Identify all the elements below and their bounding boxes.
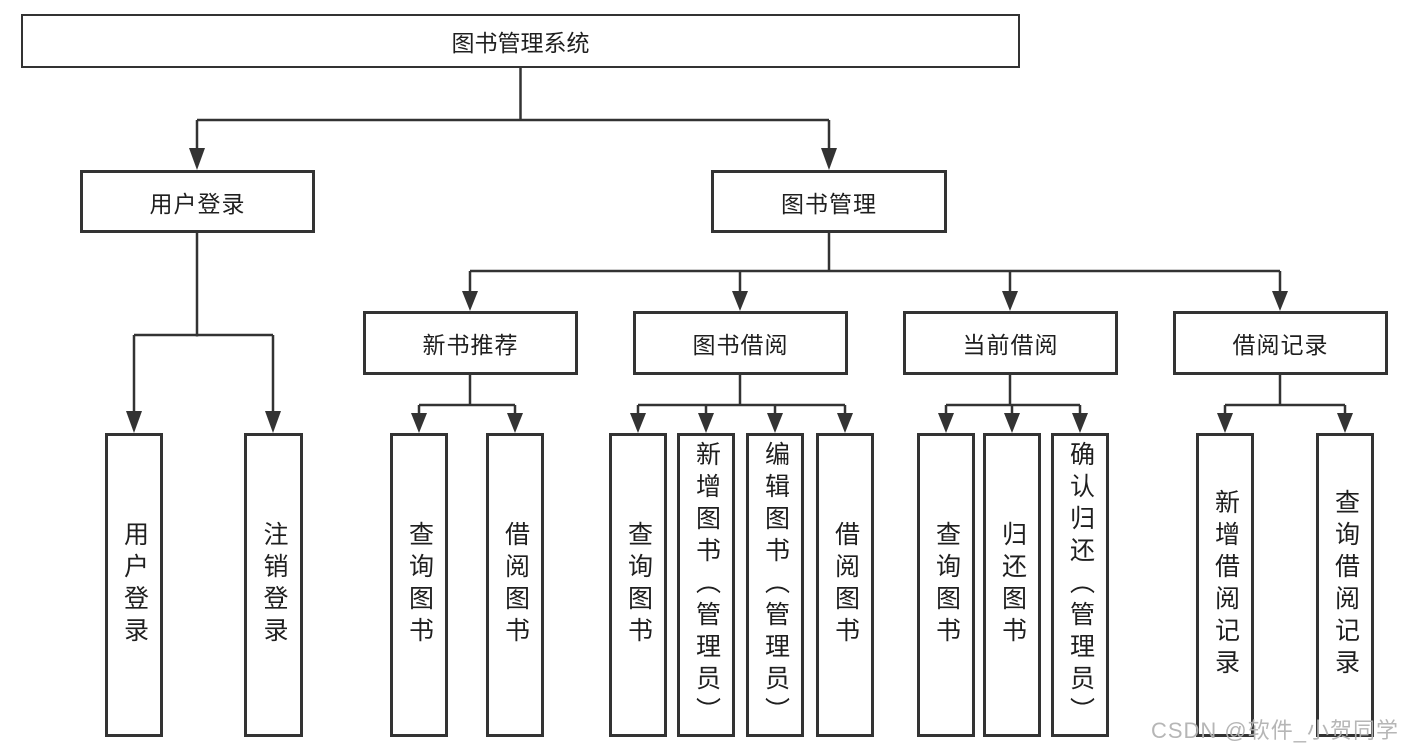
node-label: 注销登录 <box>260 521 288 649</box>
leaf-user-login: 用户登录 <box>105 433 163 737</box>
leaf-query-books-recommend: 查询图书 <box>390 433 448 737</box>
node-root-library-system: 图书管理系统 <box>21 14 1020 68</box>
leaf-edit-books-admin: 编辑图书（管理员） <box>746 433 804 737</box>
node-label: 借阅记录 <box>1232 332 1329 358</box>
node-label: 编辑图书（管理员） <box>761 441 790 729</box>
leaf-query-books-borrow: 查询图书 <box>609 433 667 737</box>
arrowhead-group <box>126 148 1353 433</box>
node-label: 图书管理系统 <box>451 30 590 56</box>
node-label: 查询借阅记录 <box>1331 489 1360 681</box>
node-borrow-records: 借阅记录 <box>1173 311 1388 375</box>
node-new-book-recommend: 新书推荐 <box>363 311 578 375</box>
leaf-query-borrow-record: 查询借阅记录 <box>1316 433 1374 737</box>
node-label: 新增借阅记录 <box>1211 489 1240 681</box>
node-current-borrow: 当前借阅 <box>903 311 1118 375</box>
node-book-management: 图书管理 <box>711 170 947 233</box>
node-label: 新增图书（管理员） <box>692 441 721 729</box>
node-label: 归还图书 <box>998 521 1027 649</box>
node-label: 用户登录 <box>120 521 149 649</box>
leaf-add-borrow-record: 新增借阅记录 <box>1196 433 1254 737</box>
leaf-borrow-books: 借阅图书 <box>816 433 874 737</box>
node-label: 借阅图书 <box>831 521 860 649</box>
leaf-add-books-admin: 新增图书（管理员） <box>677 433 735 737</box>
leaf-logout: 注销登录 <box>244 433 303 737</box>
node-label: 查询图书 <box>624 521 653 649</box>
node-label: 当前借阅 <box>962 332 1059 358</box>
node-label: 确认归还（管理员） <box>1066 441 1095 729</box>
node-label: 图书管理 <box>781 190 877 217</box>
node-user-login: 用户登录 <box>80 170 315 233</box>
node-label: 图书借阅 <box>692 332 789 358</box>
leaf-return-books: 归还图书 <box>983 433 1041 737</box>
node-label: 用户登录 <box>149 190 246 217</box>
leaf-confirm-return-admin: 确认归还（管理员） <box>1051 433 1109 737</box>
node-book-borrow: 图书借阅 <box>633 311 848 375</box>
node-label: 查询图书 <box>405 521 434 649</box>
leaf-borrow-books-recommend: 借阅图书 <box>486 433 544 737</box>
node-label: 查询图书 <box>932 521 961 649</box>
node-label: 借阅图书 <box>501 521 530 649</box>
leaf-query-books-current: 查询图书 <box>917 433 975 737</box>
node-label: 新书推荐 <box>422 332 519 358</box>
